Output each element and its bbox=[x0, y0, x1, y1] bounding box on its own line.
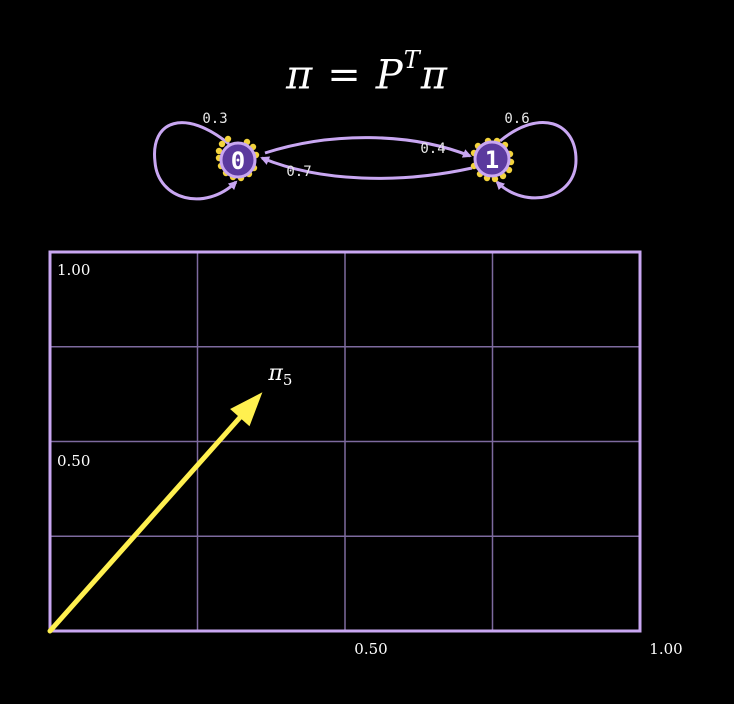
transition-0-to-1 bbox=[264, 136, 472, 158]
prob-label-self-0: 0.3 bbox=[202, 111, 227, 127]
prob-label-1-to-0: 0.7 bbox=[286, 164, 311, 180]
state-node-1: 1 bbox=[470, 137, 515, 183]
vector-pi5-shaft bbox=[47, 415, 243, 634]
vector-label-base: π bbox=[267, 361, 283, 386]
y-tick-label-1: 1.00 bbox=[57, 261, 90, 279]
state-1-circle bbox=[473, 140, 511, 178]
vector-pi5-label: π5 bbox=[267, 361, 292, 389]
pi-rhs: π bbox=[420, 52, 449, 99]
state-node-0: 0 bbox=[215, 135, 260, 182]
transpose-superscript: T bbox=[403, 46, 421, 74]
x-tick-label-1: 1.00 bbox=[649, 640, 682, 658]
state-0-circle bbox=[219, 141, 257, 179]
prob-label-self-1: 0.6 bbox=[504, 111, 529, 127]
vector-label-sub: 5 bbox=[283, 371, 293, 389]
state-0-label: 0 bbox=[231, 147, 245, 175]
y-tick-label-0-5: 0.50 bbox=[57, 452, 90, 470]
plot-frame bbox=[48, 250, 642, 633]
markov-chain: 0 1 0.3 0.6 0.4 bbox=[153, 111, 578, 201]
prob-label-0-to-1: 0.4 bbox=[420, 141, 445, 157]
transition-1-to-0 bbox=[260, 156, 473, 180]
pi-lhs: π bbox=[285, 52, 314, 99]
stationary-equation: π = PTπ bbox=[0, 46, 734, 99]
plot-grid bbox=[50, 252, 640, 631]
state-1-label: 1 bbox=[485, 146, 499, 174]
self-loop-0 bbox=[153, 121, 238, 201]
matrix-p: P bbox=[375, 52, 404, 99]
x-tick-label-0-5: 0.50 bbox=[354, 640, 387, 658]
equals-sign: = bbox=[327, 52, 362, 99]
plot: 1.00 0.50 0.50 1.00 π5 bbox=[47, 250, 683, 658]
vector-pi5-arrowhead bbox=[230, 392, 263, 427]
self-loop-1 bbox=[495, 121, 578, 200]
